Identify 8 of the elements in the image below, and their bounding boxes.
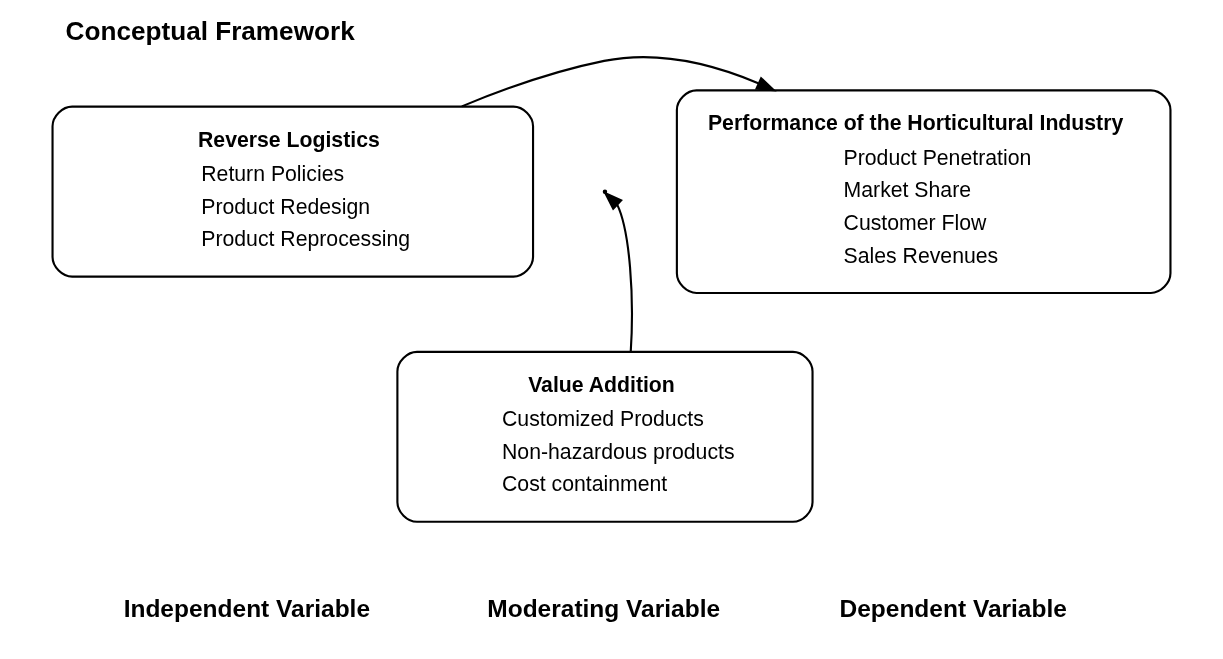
- label: Dependent Variable: [839, 594, 1067, 622]
- arrow: [461, 56, 777, 108]
- node-box: Performance of the Horticultural Industry Product Penetration Market Share Customer Flow Sales Revenues: [675, 89, 1172, 295]
- diagram-title: Conceptual Framework: [65, 16, 355, 47]
- label: Moderating Variable: [487, 594, 721, 622]
- label: Independent Variable: [123, 594, 371, 622]
- node-box: Reverse Logistics Return Policies Product Redesign Product Reprocessing: [51, 105, 535, 278]
- node-box: Value Addition Customized Products Non-hazardous products Cost containment: [396, 350, 814, 523]
